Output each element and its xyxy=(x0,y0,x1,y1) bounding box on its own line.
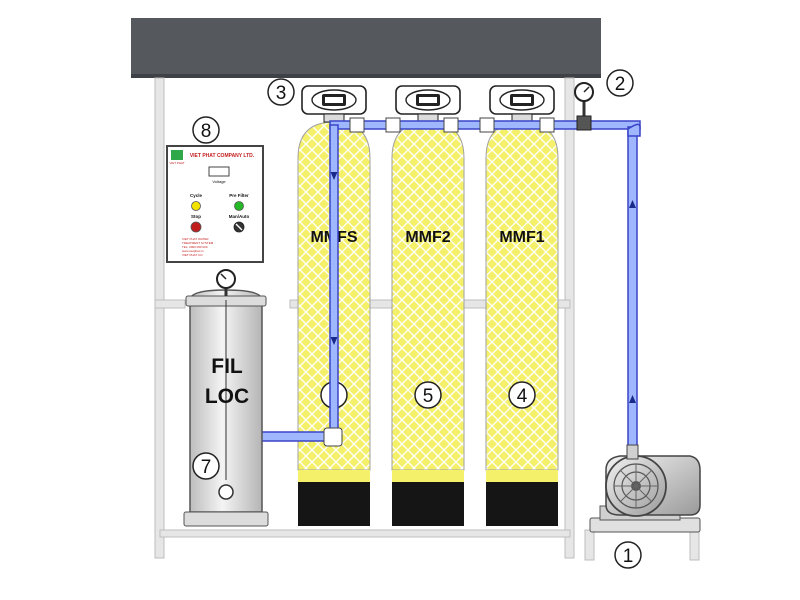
panel-footer-2: TEL: 0900 000 000 xyxy=(182,245,208,249)
man-auto-switch-lever xyxy=(235,223,243,231)
canopy-roof xyxy=(131,18,601,76)
callout-4-number: 4 xyxy=(517,386,528,407)
panel-prefilter-label: Pre Filter xyxy=(229,193,249,198)
callout-1: 1 xyxy=(614,541,642,569)
callout-3-number: 3 xyxy=(276,83,287,104)
cycle-lamp-icon xyxy=(191,201,201,211)
filter-label-line2: LOC xyxy=(205,385,249,408)
callout-8-number: 8 xyxy=(201,121,212,142)
panel-logo: VIET PHAT xyxy=(169,161,184,165)
stop-button[interactable] xyxy=(190,221,202,233)
canopy-roof-edge xyxy=(131,74,601,78)
callout-7: 7 xyxy=(192,452,220,480)
tank-label-mmf2: MMF2 xyxy=(405,229,450,246)
control-panel: VIET PHAT VIET PHAT COMPANY LTD. Voltage… xyxy=(166,145,264,263)
control-valve-icon xyxy=(301,85,367,123)
panel-manauto-label: Man/Auto xyxy=(229,214,250,219)
callout-2: 2 xyxy=(606,69,634,97)
callout-1-number: 1 xyxy=(623,546,634,567)
tank-mmf1 xyxy=(485,121,559,526)
panel-company: VIET PHAT COMPANY LTD. xyxy=(190,153,255,159)
tank-mmf2 xyxy=(391,121,465,526)
panel-stop-label: Stop xyxy=(191,214,201,219)
cartridge-filter-housing xyxy=(183,289,269,527)
tank-label-mmf1: MMF1 xyxy=(499,229,544,246)
control-valve-icon xyxy=(395,85,461,123)
flow-arrow-icon xyxy=(330,172,338,345)
pressure-gauge-icon xyxy=(574,82,594,131)
pump-motor-icon xyxy=(589,444,701,533)
flow-arrow-icon xyxy=(629,200,636,403)
transfer-pipe xyxy=(217,124,343,447)
panel-cycle-label: Cycle xyxy=(190,193,203,198)
panel-footer-1: TREATMENT SYSTEM xyxy=(182,241,214,245)
filter-label-line1: FIL xyxy=(211,355,243,378)
panel-voltage-label: Voltage xyxy=(212,179,226,184)
callout-7-number: 7 xyxy=(201,457,212,478)
panel-footer-3: www.vietphat.vn xyxy=(182,249,204,253)
callout-3: 3 xyxy=(267,78,295,106)
control-valve-icon xyxy=(489,85,555,123)
prefilter-lamp-icon xyxy=(234,201,244,211)
panel-footer-4: VIET PHAT CO. xyxy=(182,253,204,257)
callout-5: 5 xyxy=(414,381,442,409)
callout-4: 4 xyxy=(508,381,536,409)
panel-footer-0: VIET PHAT WATER xyxy=(182,237,209,241)
callout-8: 8 xyxy=(192,116,220,144)
callout-2-number: 2 xyxy=(615,74,626,95)
callout-5-number: 5 xyxy=(423,386,434,407)
pressure-gauge-icon xyxy=(216,269,236,296)
